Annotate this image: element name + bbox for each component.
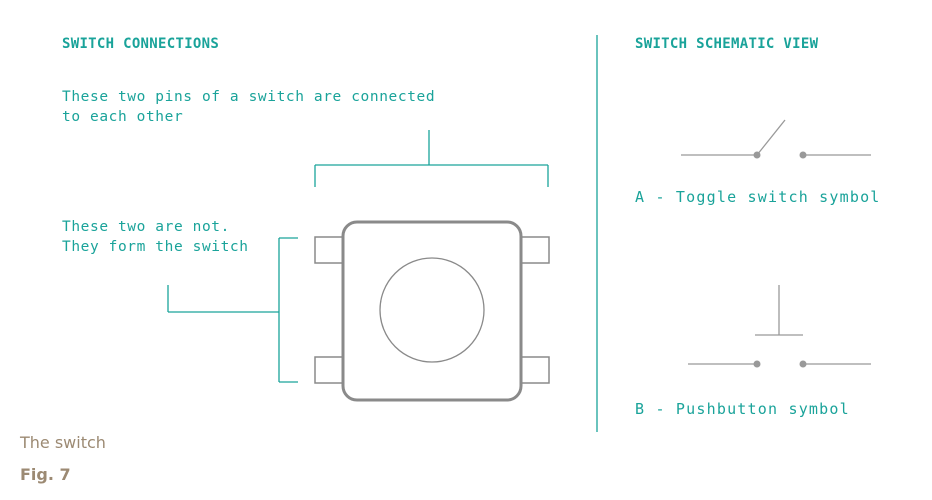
switch-connections-heading: SWITCH CONNECTIONS xyxy=(62,36,220,52)
switch-pins-bracket xyxy=(167,237,298,383)
pushbutton-label: B - Pushbutton symbol xyxy=(635,400,850,418)
connected-pins-bracket xyxy=(314,130,549,187)
schematic-view-heading: SWITCH SCHEMATIC VIEW xyxy=(635,36,819,52)
figure-number: Fig. 7 xyxy=(20,465,71,484)
pin-bottom-right xyxy=(520,356,550,384)
figure-caption: The switch xyxy=(20,433,106,452)
toggle-switch-label: A - Toggle switch symbol xyxy=(635,188,881,206)
connected-pins-note: These two pins of a switch are connected… xyxy=(62,89,436,125)
switch-button xyxy=(379,257,485,363)
pin-bottom-left xyxy=(314,356,344,384)
switch-pins-note: These two are not. They form the switch xyxy=(62,219,249,255)
toggle-switch-symbol xyxy=(681,119,871,159)
pin-top-left xyxy=(314,236,344,264)
pin-top-right xyxy=(520,236,550,264)
pushbutton-symbol xyxy=(688,285,871,368)
